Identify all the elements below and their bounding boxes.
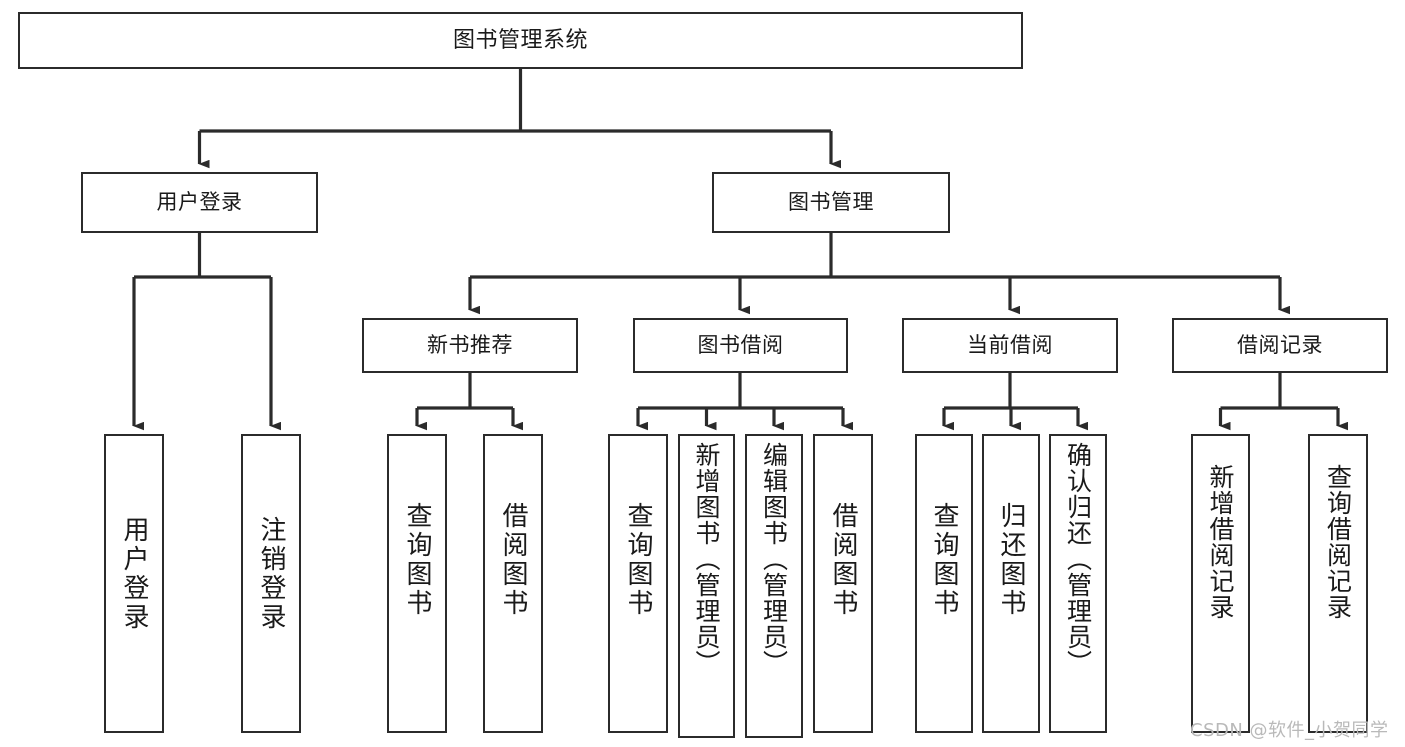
node-borrow-record-label: 借阅记录 [1237,333,1323,358]
node-leaf-user-login-label: 用户登录 [119,516,149,632]
node-leaf-query-borrow-record-label: 查询借阅记录 [1323,464,1353,620]
node-leaf-edit-book-admin[interactable]: 编辑图书（管理员） [745,434,803,738]
node-user-login-label: 用户登录 [156,190,243,215]
node-leaf-borrow-book-2[interactable]: 借阅图书 [813,434,873,733]
node-current-borrow-label: 当前借阅 [967,333,1053,358]
node-leaf-query-borrow-record[interactable]: 查询借阅记录 [1308,434,1368,733]
node-leaf-confirm-return-admin[interactable]: 确认归还（管理员） [1049,434,1107,733]
node-leaf-user-login[interactable]: 用户登录 [104,434,164,733]
csdn-watermark: CSDN @软件_小贺同学 [1190,720,1389,741]
node-leaf-query-book-2-label: 查询图书 [623,502,653,618]
node-leaf-query-book-2[interactable]: 查询图书 [608,434,668,733]
node-leaf-return-book-label: 归还图书 [996,502,1026,618]
node-book-borrow-label: 图书借阅 [697,333,784,358]
node-leaf-query-book-1-label: 查询图书 [402,502,432,618]
node-leaf-edit-book-admin-label: 编辑图书（管理员） [759,442,789,676]
node-leaf-add-book-admin-label: 新增图书（管理员） [692,442,721,676]
node-root-label: 图书管理系统 [452,27,588,53]
node-leaf-borrow-book-1[interactable]: 借阅图书 [483,434,543,733]
node-current-borrow[interactable]: 当前借阅 [902,318,1118,373]
node-leaf-confirm-return-admin-label: 确认归还（管理员） [1063,442,1093,676]
node-leaf-return-book[interactable]: 归还图书 [982,434,1040,733]
node-leaf-add-borrow-record-label: 新增借阅记录 [1206,464,1235,620]
node-new-book-recommend-label: 新书推荐 [427,333,513,358]
node-leaf-query-book-3-label: 查询图书 [929,502,959,618]
node-user-login[interactable]: 用户登录 [81,172,318,233]
node-leaf-logout-login-label: 注销登录 [256,516,286,632]
node-book-manage[interactable]: 图书管理 [712,172,950,233]
node-leaf-query-book-1[interactable]: 查询图书 [387,434,447,733]
node-leaf-borrow-book-1-label: 借阅图书 [498,502,528,618]
node-root[interactable]: 图书管理系统 [18,12,1023,69]
node-leaf-query-book-3[interactable]: 查询图书 [915,434,973,733]
node-leaf-logout-login[interactable]: 注销登录 [241,434,301,733]
node-new-book-recommend[interactable]: 新书推荐 [362,318,578,373]
node-borrow-record[interactable]: 借阅记录 [1172,318,1388,373]
node-leaf-borrow-book-2-label: 借阅图书 [828,502,858,618]
node-leaf-add-book-admin[interactable]: 新增图书（管理员） [678,434,735,738]
node-leaf-add-borrow-record[interactable]: 新增借阅记录 [1191,434,1250,733]
node-book-manage-label: 图书管理 [788,190,874,215]
node-book-borrow[interactable]: 图书借阅 [633,318,848,373]
